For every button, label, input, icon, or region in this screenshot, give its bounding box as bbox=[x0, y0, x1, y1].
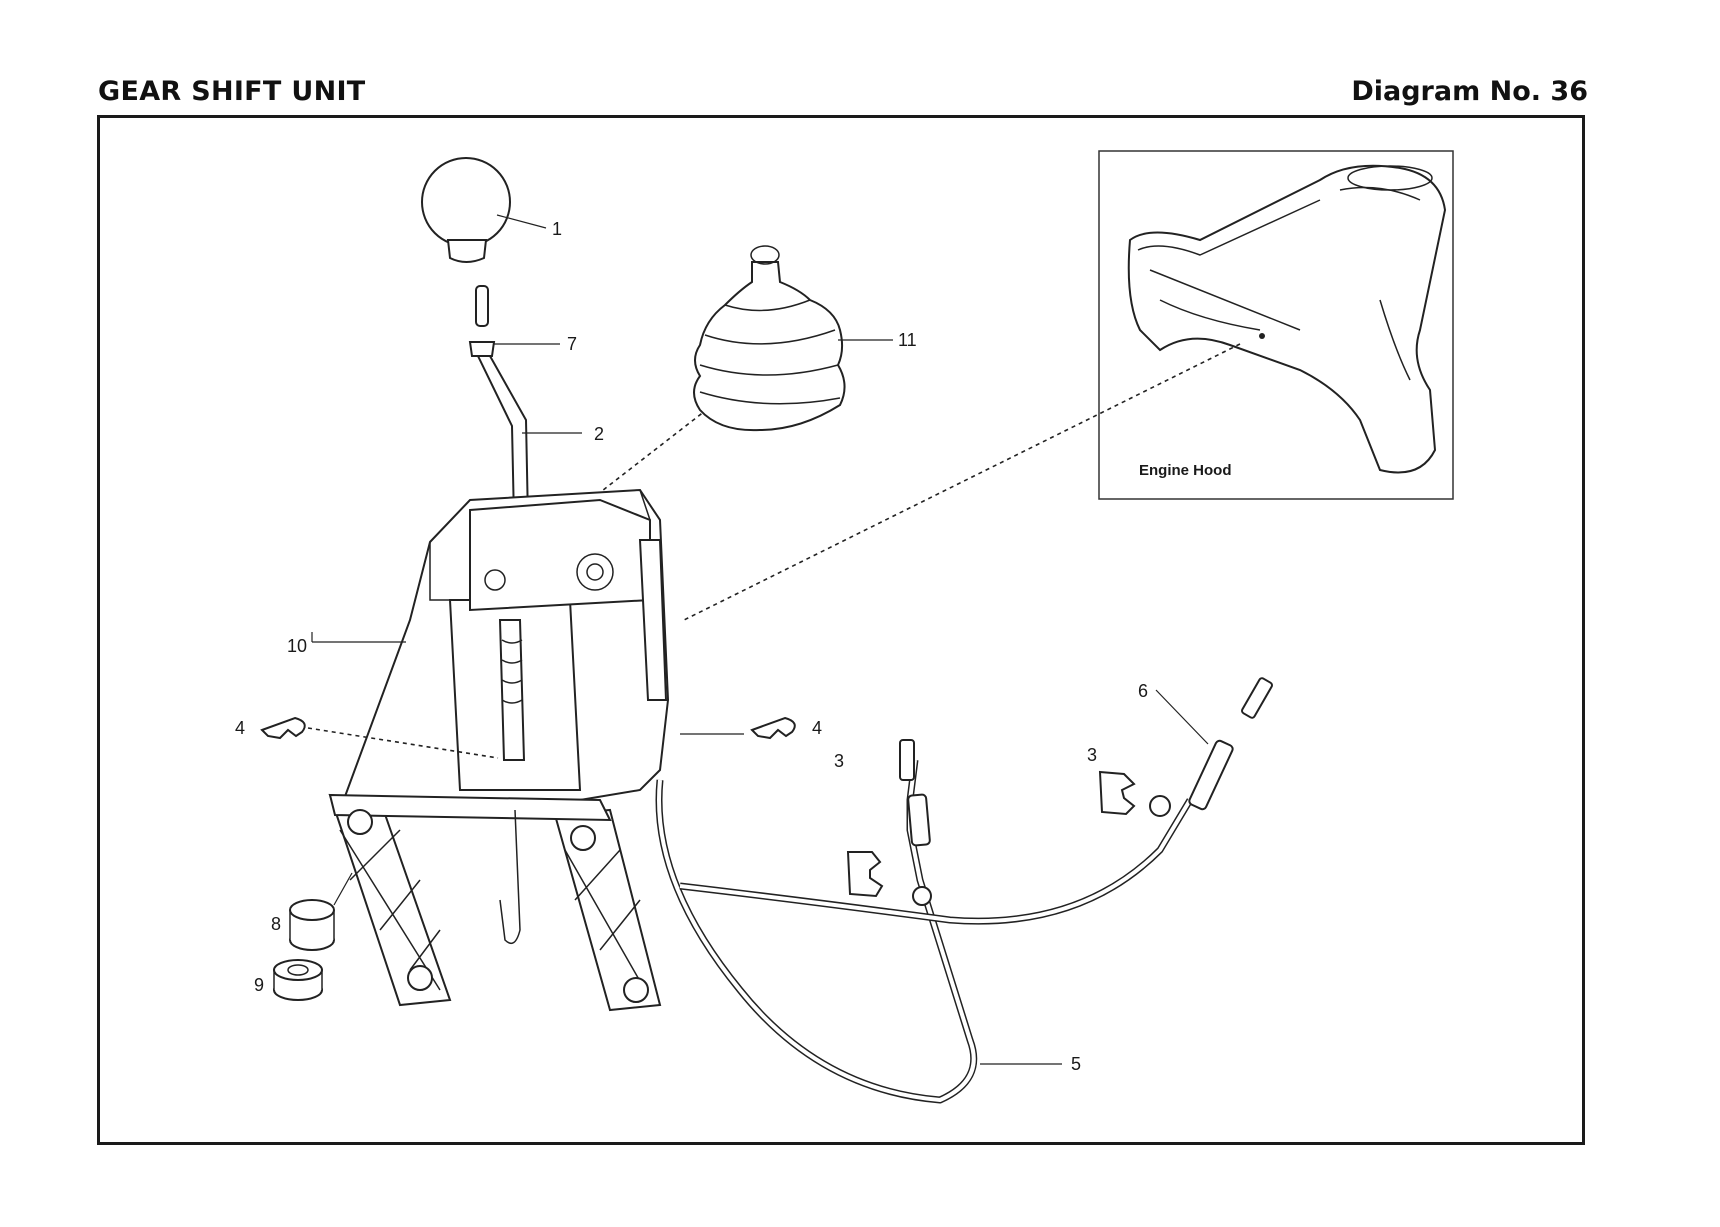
shift-cables bbox=[655, 677, 1273, 1104]
callout-10: 10 bbox=[287, 636, 307, 656]
callout-1: 1 bbox=[552, 219, 562, 239]
callout-3-right: 3 bbox=[1087, 745, 1097, 765]
callout-3-left: 3 bbox=[834, 751, 844, 771]
shift-lever bbox=[468, 285, 582, 521]
callout-6: 6 bbox=[1138, 681, 1148, 701]
engine-hood-label: Engine Hood bbox=[1139, 462, 1232, 479]
engine-hood-inset: Engine Hood bbox=[1098, 150, 1454, 500]
callout-11: 11 bbox=[898, 330, 917, 350]
diagram-frame bbox=[97, 115, 1585, 1145]
callout-2: 2 bbox=[594, 424, 604, 444]
callout-8: 8 bbox=[271, 914, 281, 934]
shift-knob bbox=[421, 157, 547, 263]
rubber-boot bbox=[693, 245, 893, 432]
callout-5: 5 bbox=[1071, 1054, 1081, 1074]
base-plates bbox=[328, 793, 662, 1012]
shift-bracket bbox=[311, 488, 670, 812]
boot-leader-line bbox=[597, 403, 715, 495]
bushings bbox=[273, 872, 353, 1001]
diagram-number: Diagram No. 36 bbox=[1351, 76, 1588, 107]
callout-7: 7 bbox=[567, 334, 577, 354]
clips-4 bbox=[260, 716, 796, 759]
c-clips-3 bbox=[846, 770, 1136, 898]
callout-9: 9 bbox=[254, 975, 264, 995]
callout-4-right: 4 bbox=[812, 718, 822, 738]
diagram-title: GEAR SHIFT UNIT bbox=[98, 76, 366, 107]
callout-4-left: 4 bbox=[235, 718, 245, 738]
